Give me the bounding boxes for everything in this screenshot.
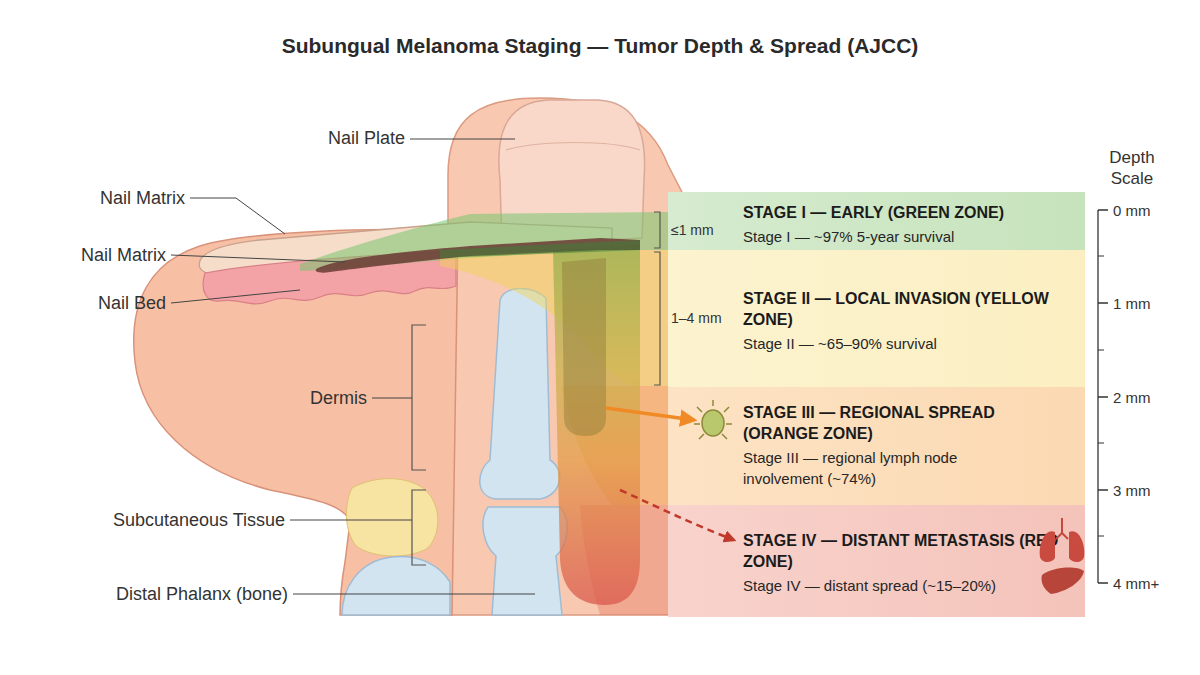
anatomy-label: Subcutaneous Tissue	[75, 509, 285, 531]
anatomy-label: Dermis	[287, 387, 367, 409]
melanoma-streak	[316, 238, 640, 273]
melanoma-streak-green	[440, 240, 640, 258]
anatomy-label: Nail Matrix	[65, 187, 185, 209]
anatomy-label: Nail Plate	[305, 127, 405, 149]
leader-line	[410, 139, 515, 140]
stage-heading: STAGE I — EARLY (GREEN ZONE)	[743, 202, 1103, 223]
distal-phalanx-bone	[342, 557, 450, 615]
depth-bracket	[654, 252, 660, 385]
depth-bracket	[654, 212, 660, 248]
scale-value: 4 mm+	[1113, 574, 1183, 593]
stage-description: Stage I — ~97% 5-year survival	[743, 226, 1063, 247]
leader-line	[171, 255, 345, 262]
subcutaneous-bracket	[412, 490, 426, 565]
stage-band: STAGE II — LOCAL INVASION (YELLOW ZONE) S…	[668, 250, 1085, 387]
stage-description: Stage IV — distant spread (~15–20%)	[743, 575, 1063, 596]
stage-heading: STAGE IV — DISTANT METASTASIS (RED ZONE)	[743, 530, 1073, 572]
dermis-bracket	[412, 325, 426, 470]
stage-heading: STAGE II — LOCAL INVASION (YELLOW ZONE)	[743, 288, 1053, 330]
leader-line	[190, 198, 285, 234]
depth-range-label: 1–4 mm	[671, 309, 733, 327]
tumor-core	[562, 258, 606, 436]
depth-range-label: ≤1 mm	[671, 221, 733, 239]
diagram-title: Subungual Melanoma Staging — Tumor Depth…	[0, 32, 1200, 60]
scale-value: 1 mm	[1113, 294, 1183, 313]
scale-value: 2 mm	[1113, 388, 1183, 407]
middle-phalanx-bone	[483, 507, 567, 615]
scale-title: Depth Scale	[1100, 147, 1164, 189]
depth-scale-minor-tick	[1098, 256, 1104, 536]
stage-description: Stage III — regional lymph node involvem…	[743, 447, 1018, 489]
fingertip-skin	[134, 230, 458, 615]
depth-scale-major-tick	[1098, 210, 1108, 583]
anatomy-label: Distal Phalanx (bone)	[58, 583, 288, 605]
distal-phalanx-bone	[480, 288, 560, 499]
stage-band: STAGE IV — DISTANT METASTASIS (RED ZONE)…	[668, 505, 1085, 617]
depth-scale-axis	[1097, 210, 1098, 583]
stage-band: STAGE III — REGIONAL SPREAD (ORANGE ZONE…	[668, 387, 1085, 505]
leader-line	[372, 398, 412, 399]
stage-description: Stage II — ~65–90% survival	[743, 333, 1063, 354]
leader-line	[290, 520, 412, 521]
leader-line	[171, 290, 300, 303]
tumor-column	[553, 244, 640, 605]
nail-plate-edge	[506, 143, 640, 151]
anatomy-label: Nail Bed	[66, 292, 166, 314]
anatomy-label: Nail Matrix	[46, 244, 166, 266]
stage-heading: STAGE III — REGIONAL SPREAD (ORANGE ZONE…	[743, 402, 1073, 444]
leader-line	[293, 594, 535, 595]
stage-band: STAGE I — EARLY (GREEN ZONE)Stage I — ~9…	[668, 192, 1085, 250]
scale-value: 3 mm	[1113, 481, 1183, 500]
scale-value: 0 mm	[1113, 201, 1183, 220]
